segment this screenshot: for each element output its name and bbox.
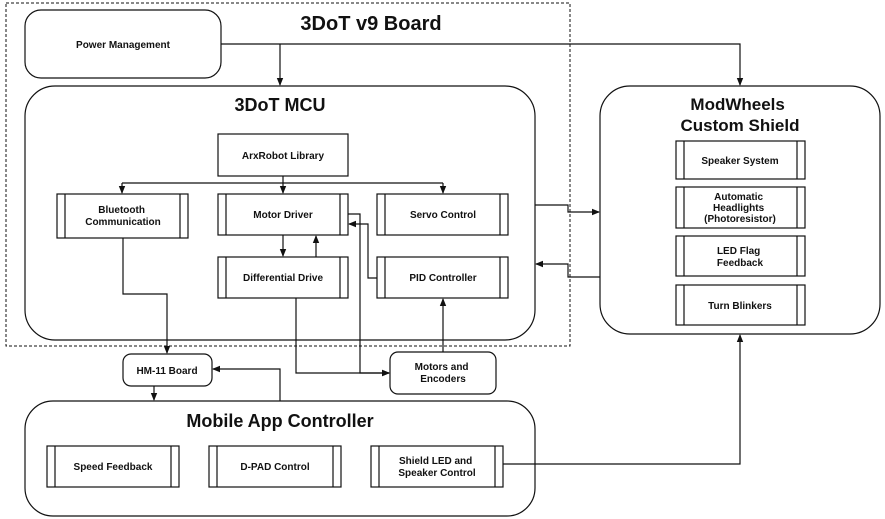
hm11-board-label: HM-11 Board (136, 366, 197, 377)
mcu-to-shield-arrow (535, 204, 600, 216)
speaker-system-box (675, 140, 806, 180)
app-to-hm11-arrow (212, 365, 281, 401)
speed-feedback-label: Speed Feedback (74, 462, 153, 473)
power-management-label: Power Management (76, 40, 171, 51)
bluetooth-communication-label: Bluetooth Communication (85, 205, 161, 228)
bluetooth-to-hm11-arrow (122, 238, 171, 354)
differential-to-motors-arrow (295, 298, 390, 377)
shield-control-box (370, 445, 504, 488)
board-outline (5, 2, 571, 347)
pid-controller-label: PID Controller (409, 273, 476, 284)
speed-feedback-box (46, 445, 180, 488)
servo-control-label: Servo Control (410, 210, 476, 221)
shield-control-to-shield-arrow (503, 334, 744, 465)
bluetooth-communication-box (56, 193, 189, 239)
shield-title: ModWheels Custom Shield (680, 95, 799, 135)
turn-blinkers-label: Turn Blinkers (708, 301, 772, 312)
differential-drive-box (217, 256, 349, 299)
shield-to-mcu-arrow (535, 260, 600, 278)
mcu-title: 3DoT MCU (235, 95, 326, 115)
speaker-system-label: Speaker System (701, 156, 778, 167)
headlights-box (675, 186, 806, 229)
shield-control-label: Shield LED and Speaker Control (398, 456, 475, 479)
board-title: 3DoT v9 Board (300, 13, 441, 35)
dpad-control-label: D-PAD Control (240, 462, 309, 473)
arxrobot-library-label: ArxRobot Library (242, 151, 325, 162)
power-to-shield-arrow (280, 43, 744, 86)
led-flag-feedback-box (675, 235, 806, 277)
app-title: Mobile App Controller (186, 411, 373, 431)
differential-drive-label: Differential Drive (243, 273, 323, 284)
pid-to-motor-driver-arrow (348, 220, 377, 279)
motors-encoders-label: Motors and Encoders (415, 362, 472, 385)
turn-blinkers-box (675, 284, 806, 326)
motor-driver-label: Motor Driver (253, 210, 313, 221)
servo-control-box (376, 193, 509, 236)
motors-encoders-box (389, 351, 497, 395)
dpad-control-box (208, 445, 342, 488)
pid-controller-box (376, 256, 509, 299)
headlights-label: Automatic Headlights (Photoresistor) (704, 192, 776, 225)
led-flag-feedback-label: LED Flag Feedback (717, 246, 764, 269)
